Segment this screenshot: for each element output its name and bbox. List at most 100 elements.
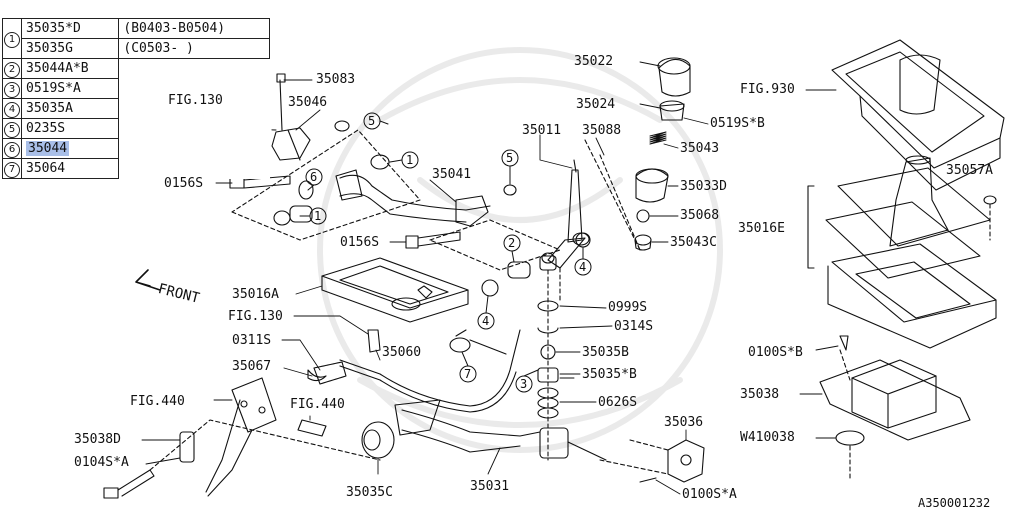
- legend-row-selected[interactable]: 6 35044: [2, 138, 270, 159]
- label-35068[interactable]: 35068: [680, 208, 720, 223]
- label-35033d[interactable]: 35033D: [680, 179, 727, 194]
- label-35067[interactable]: 35067: [232, 359, 272, 374]
- rod-bushing: [361, 421, 395, 459]
- legend-part[interactable]: 35035A: [20, 98, 120, 119]
- callout-number[interactable]: 1: [314, 209, 322, 223]
- legend-part-highlighted[interactable]: 35044: [20, 138, 120, 159]
- legend-row[interactable]: 7 35064: [2, 158, 270, 179]
- front-arrow-icon: [135, 269, 161, 291]
- label-0519s-b[interactable]: 0519S*B: [710, 116, 765, 131]
- label-35022[interactable]: 35022: [574, 54, 614, 69]
- diagram-id: A350001232: [918, 496, 991, 510]
- label-35024[interactable]: 35024: [576, 97, 616, 112]
- label-35043c[interactable]: 35043C: [670, 235, 717, 250]
- label-35088[interactable]: 35088: [582, 123, 622, 138]
- legend-number: 7: [2, 158, 22, 179]
- bolt-0100s: [639, 477, 657, 483]
- label-35038d[interactable]: 35038D: [74, 432, 121, 447]
- callout-number[interactable]: 7: [464, 367, 472, 381]
- legend-number: 5: [2, 118, 22, 139]
- legend-part[interactable]: 0519S*A: [20, 78, 120, 99]
- bolt-0156s-mid: [405, 231, 461, 249]
- legend-row[interactable]: 2 35044A*B: [2, 58, 270, 79]
- legend-part[interactable]: 35035G: [20, 38, 120, 59]
- watermark-emblem: [317, 47, 723, 453]
- legend-row[interactable]: 3 0519S*A: [2, 78, 270, 99]
- legend-range: (B0403-B0504): [118, 18, 270, 39]
- label-0156s-mid[interactable]: 0156S: [340, 235, 380, 250]
- label-35038[interactable]: 35038: [740, 387, 780, 402]
- lever-bracket-35038d: [179, 377, 277, 497]
- label-0311s[interactable]: 0311S: [232, 333, 272, 348]
- label-fig130-top[interactable]: FIG.130: [168, 93, 223, 108]
- label-0100s-b[interactable]: 0100S*B: [748, 345, 803, 360]
- callout-number[interactable]: 5: [368, 114, 376, 128]
- legend-number: 1: [2, 18, 22, 59]
- label-35036[interactable]: 35036: [664, 415, 704, 430]
- highlighted-part-text[interactable]: 35044: [26, 140, 70, 156]
- callout-number[interactable]: 4: [482, 314, 490, 328]
- label-35041[interactable]: 35041: [432, 167, 472, 182]
- clip-35067: [313, 361, 347, 385]
- callout-number[interactable]: 6: [310, 170, 318, 184]
- label-35057a[interactable]: 35057A: [946, 163, 993, 178]
- clip-35064: [449, 337, 471, 353]
- label-35031[interactable]: 35031: [470, 479, 510, 494]
- label-35043[interactable]: 35043: [680, 141, 720, 156]
- spring: [649, 131, 667, 145]
- parts-legend-table: 1 35035*D (B0403-B0504) 35035G (C0503- )…: [2, 18, 270, 179]
- label-35083[interactable]: 35083: [316, 72, 356, 87]
- callout-number[interactable]: 1: [406, 153, 414, 167]
- label-0314s[interactable]: 0314S: [614, 319, 654, 334]
- clip-35057a: [983, 195, 997, 205]
- bushing-4a: [481, 279, 499, 297]
- lever-cover: [635, 168, 669, 203]
- bracket-35046: [271, 73, 311, 161]
- callout-number[interactable]: 5: [506, 151, 514, 165]
- label-fig440-b[interactable]: FIG.440: [290, 397, 345, 412]
- label-fig930[interactable]: FIG.930: [740, 82, 795, 97]
- label-35060[interactable]: 35060: [382, 345, 422, 360]
- legend-part[interactable]: 35064: [20, 158, 120, 179]
- label-0999s[interactable]: 0999S: [608, 300, 648, 315]
- label-35035-star-b[interactable]: 35035*B: [582, 367, 637, 382]
- legend-part[interactable]: 35035*D: [20, 18, 120, 39]
- lever-arm-35041: [335, 169, 491, 227]
- legend-number: 4: [2, 98, 22, 119]
- legend-number: 3: [2, 78, 22, 99]
- callout-number[interactable]: 2: [508, 236, 516, 250]
- label-0626s[interactable]: 0626S: [598, 395, 638, 410]
- label-fig440-a[interactable]: FIG.440: [130, 394, 185, 409]
- bushing-2: [507, 261, 531, 279]
- label-35035b[interactable]: 35035B: [582, 345, 629, 360]
- callout-number[interactable]: 4: [579, 260, 587, 274]
- callout-number[interactable]: 3: [520, 377, 528, 391]
- nut: [636, 209, 650, 223]
- plug-w410038: [835, 430, 865, 446]
- washer-stack: [537, 300, 559, 419]
- legend-part[interactable]: 35044A*B: [20, 58, 120, 79]
- stay-bracket: [667, 439, 705, 483]
- label-w410038[interactable]: W410038: [740, 430, 795, 445]
- bracket-35038: [819, 335, 971, 441]
- legend-row[interactable]: 1 35035*D (B0403-B0504): [2, 18, 270, 59]
- label-0156s-left[interactable]: 0156S: [164, 176, 204, 191]
- console-fig930: [831, 39, 1005, 191]
- label-35046[interactable]: 35046: [288, 95, 328, 110]
- legend-row[interactable]: 35035G (C0503- ): [3, 38, 270, 59]
- label-0100s-a[interactable]: 0100S*A: [682, 487, 737, 502]
- legend-row[interactable]: 4 35035A: [2, 98, 270, 119]
- bolt-fig440: [297, 419, 327, 437]
- label-35035c[interactable]: 35035C: [346, 485, 393, 500]
- label-35016e[interactable]: 35016E: [738, 221, 785, 236]
- label-fig130-mid[interactable]: FIG.130: [228, 309, 283, 324]
- label-35011[interactable]: 35011: [522, 123, 562, 138]
- label-0104s[interactable]: 0104S*A: [74, 455, 129, 470]
- legend-part[interactable]: 0235S: [20, 118, 120, 139]
- shift-knob: [657, 57, 691, 97]
- clip-0311s: [307, 369, 327, 382]
- legend-row[interactable]: 5 0235S: [2, 118, 270, 139]
- label-35016a[interactable]: 35016A: [232, 287, 279, 302]
- bolt-0104s: [103, 469, 155, 499]
